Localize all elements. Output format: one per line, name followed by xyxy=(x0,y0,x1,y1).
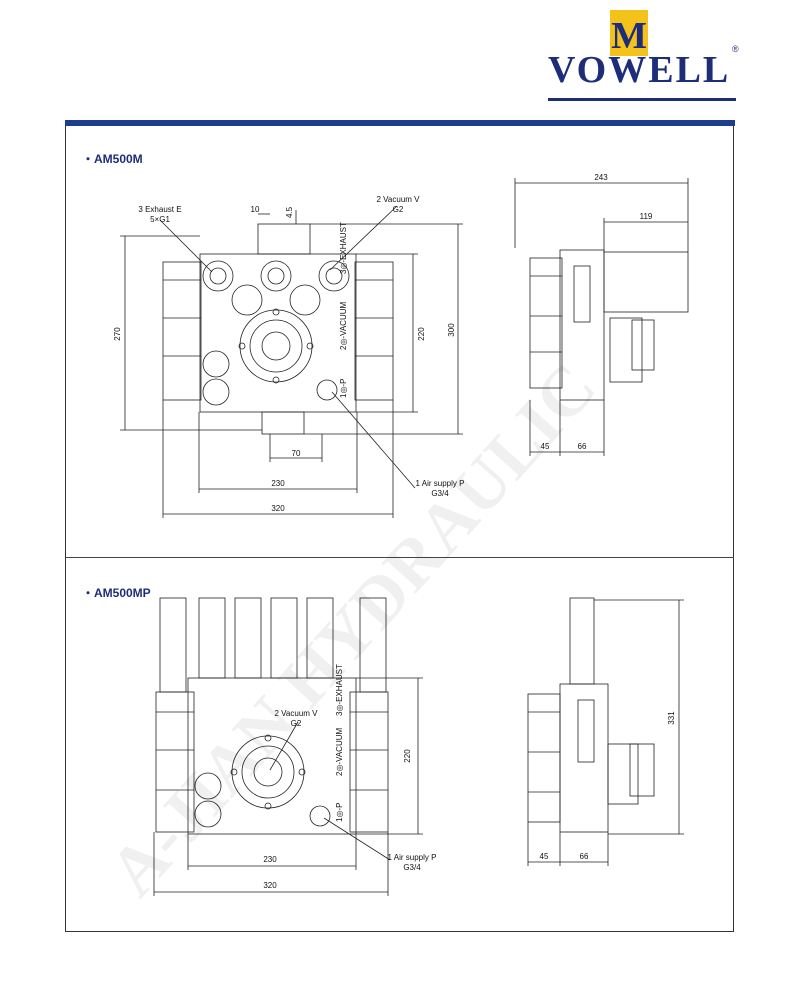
label-mp-vacuum-1: 2 Vacuum V xyxy=(275,709,319,718)
dim-70: 70 xyxy=(292,449,301,458)
dim-10: 10 xyxy=(251,205,260,214)
header-bar xyxy=(65,120,735,126)
label-mp-air-1: 1 Air supply P xyxy=(388,853,437,862)
mp-dim-66: 66 xyxy=(580,852,589,861)
mp-dim-331: 331 xyxy=(667,711,676,725)
vowell-logo: M VOWELL ® xyxy=(548,8,748,101)
dim-45: 45 xyxy=(541,442,550,451)
am500m-front-view xyxy=(120,205,463,518)
dim-320: 320 xyxy=(271,504,285,513)
dim-300: 300 xyxy=(447,323,456,337)
label-air-1: 1 Air supply P xyxy=(416,479,465,488)
label-vacuum-1: 2 Vacuum V xyxy=(377,195,421,204)
mp-dim-220: 220 xyxy=(403,749,412,763)
am500mp-front-view xyxy=(153,597,423,896)
label-air-2: G3/4 xyxy=(431,489,449,498)
label-mp-vacuum-2: G2 xyxy=(291,719,302,728)
mp-dim-320: 320 xyxy=(263,881,277,890)
dim-66: 66 xyxy=(578,442,587,451)
section-divider xyxy=(65,557,734,558)
section-title-am500m: ・AM500M xyxy=(82,152,143,166)
watermark-text: A-JIAN HYDRAULIC xyxy=(95,349,612,911)
mp-port-label-exhaust: 3◎-EXHAUST xyxy=(335,664,344,716)
label-exhaust-1: 3 Exhaust E xyxy=(138,205,181,214)
registered-mark: ® xyxy=(732,44,739,54)
mp-dim-45: 45 xyxy=(540,852,549,861)
dim-230: 230 xyxy=(271,479,285,488)
label-vacuum-2: G2 xyxy=(393,205,404,214)
label-exhaust-2: 5×G1 xyxy=(150,215,170,224)
logo-mark-icon: M xyxy=(610,10,648,57)
logo-mark-letter: M xyxy=(611,15,647,57)
dim-270: 270 xyxy=(113,327,122,341)
port-label-exhaust: 3◎-EXHAUST xyxy=(339,222,348,274)
port-label-vacuum: 2◎-VACUUM xyxy=(339,301,348,350)
mp-dim-230: 230 xyxy=(263,855,277,864)
logo-underline xyxy=(548,98,736,101)
drawing-frame xyxy=(65,126,734,932)
mp-port-label-vacuum: 2◎-VACUUM xyxy=(335,727,344,776)
am500m-side-view xyxy=(514,178,689,456)
dim-4-5: 4.5 xyxy=(285,206,294,218)
logo-wordmark: VOWELL xyxy=(548,49,731,91)
port-label-p: 1◎-P xyxy=(339,379,348,398)
section-title-am500mp: ・AM500MP xyxy=(82,586,151,600)
dim-119: 119 xyxy=(640,212,653,221)
dim-243: 243 xyxy=(594,173,608,182)
am500mp-side-view xyxy=(527,597,684,866)
dim-220: 220 xyxy=(417,327,426,341)
label-mp-air-2: G3/4 xyxy=(403,863,421,872)
mp-port-label-p: 1◎-P xyxy=(335,803,344,822)
